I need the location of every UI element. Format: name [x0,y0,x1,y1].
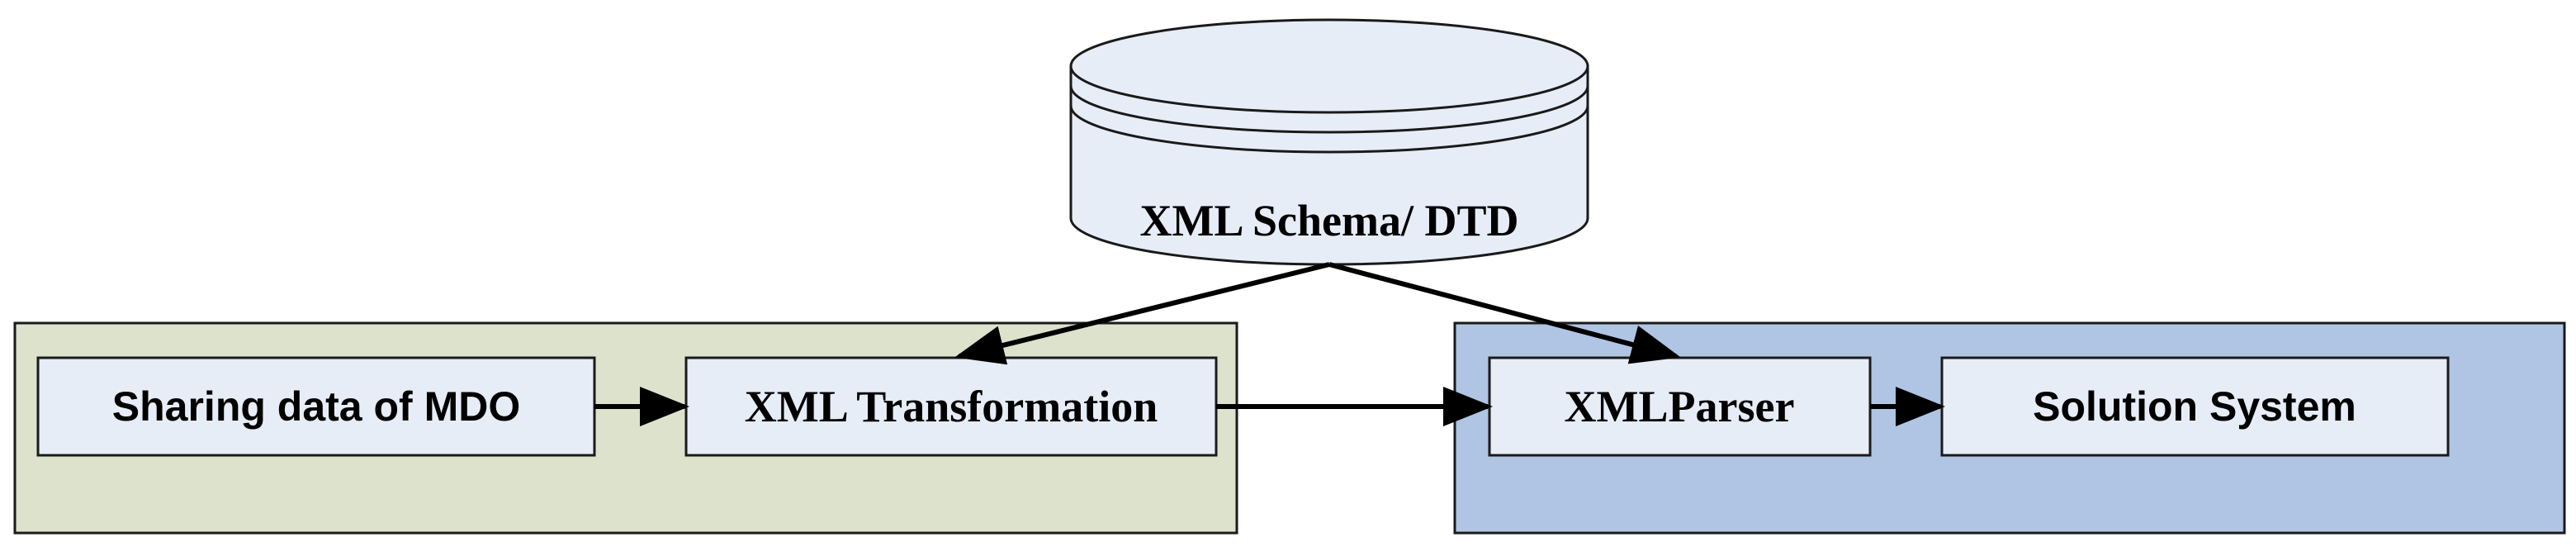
database-ring-2 [1069,105,1589,154]
arrow-schema-to-transformation [954,262,1330,365]
node-xml-transformation-box [684,356,1218,457]
database-label: XML Schema/ DTD [1140,196,1519,245]
node-solution-system-label: Solution System [2033,383,2356,430]
database-top [1069,18,1589,114]
node-xml-transformation: XML Transformation [684,356,1218,457]
database-ring-1 [1069,85,1589,134]
node-xml-transformation-label: XML Transformation [745,382,1158,431]
node-xml-parser: XMLParser [1488,356,1872,457]
node-xml-parser-box [1488,356,1872,457]
node-solution-system: Solution System [1940,356,2450,457]
arrow-schema-to-parser [1328,262,1681,364]
node-xml-parser-label: XMLParser [1565,382,1795,431]
node-solution-system-box [1940,356,2450,457]
node-sharing-data-label: Sharing data of MDO [112,383,520,430]
node-sharing-data: Sharing data of MDO [36,356,596,457]
database-cylinder: XML Schema/ DTD [1069,18,1589,266]
node-sharing-data-box [36,356,596,457]
